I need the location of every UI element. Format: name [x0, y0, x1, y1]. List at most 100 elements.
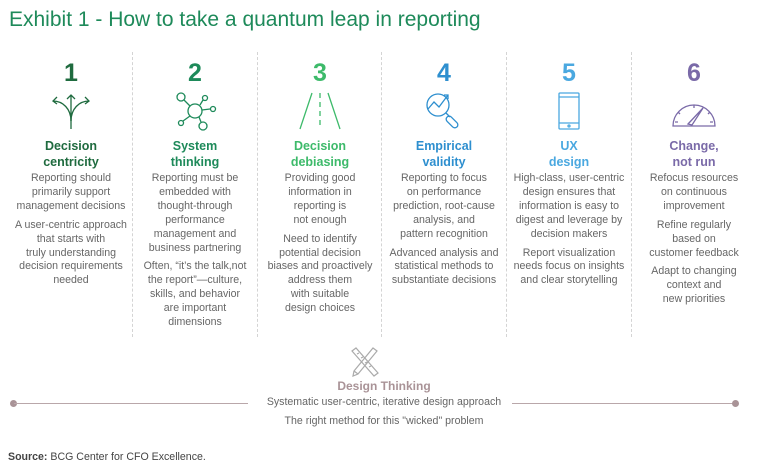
paragraph-line: substantiate decisions [391, 274, 497, 287]
paragraph-line: management decisions [16, 199, 126, 212]
paragraph-line: Adapt to changing [651, 265, 737, 278]
timeline-end-dot [732, 400, 739, 407]
column-heading: Empirical validity [382, 138, 506, 172]
paragraph-line: Advanced analysis and [389, 246, 499, 259]
paragraph-line: needs focus on insights [513, 260, 625, 273]
heading-line: Change, [669, 139, 719, 153]
design-thinking-line2: The right method for this "wicked" probl… [284, 415, 484, 427]
column-heading: Change, not run [632, 138, 756, 172]
paragraph-line: design ensures that [522, 185, 616, 198]
heading-line: debiasing [290, 155, 350, 169]
column-number: 6 [687, 59, 701, 87]
split-arrows-icon [9, 88, 133, 134]
paragraph-line: High-class, user-centric [513, 172, 625, 184]
column-number: 2 [188, 59, 202, 87]
paragraph-line: Report visualization [522, 246, 616, 259]
paragraph-line: reporting is [293, 199, 347, 212]
paragraph-line: context and [666, 279, 722, 292]
column-number: 3 [313, 59, 327, 87]
paragraph-line: digest and leverage by [515, 213, 623, 226]
column-number: 4 [437, 59, 451, 87]
paragraph-line: that starts with [36, 232, 106, 245]
paragraph-line: Often, “it’s the talk,not [143, 260, 247, 273]
column-heading: Decision centricity [9, 138, 133, 172]
paragraph-line: dimensions [168, 316, 222, 329]
heading-line: System [172, 139, 218, 153]
paragraph-line: and clear storytelling [520, 274, 618, 287]
timeline-line-left [14, 403, 248, 404]
paragraph-line: A user-centric approach [15, 218, 127, 231]
paragraph-line: on continuous [661, 185, 727, 198]
heading-line: design [548, 155, 590, 169]
paragraph-line: the report”—culture, [147, 274, 243, 287]
paragraph-line: truly understanding [25, 246, 117, 259]
heading-line: not run [672, 155, 716, 169]
paragraph-line: Reporting to focus [401, 172, 487, 184]
paragraph-line: Need to identify [283, 232, 357, 245]
paragraph-line: prediction, root-cause [393, 199, 495, 212]
paragraph-line: thought-through [157, 199, 233, 212]
road-icon [258, 88, 382, 134]
paragraph-line: needed [53, 274, 89, 287]
column-divider [381, 52, 382, 337]
exhibit-title: Exhibit 1 - How to take a quantum leap i… [9, 8, 481, 31]
paragraph-line: pattern recognition [400, 227, 488, 240]
paragraph-line: Reporting must be [151, 172, 239, 184]
magnifier-chart-icon [382, 88, 506, 134]
column-number: 1 [64, 59, 78, 87]
column-heading: Decision debiasing [258, 138, 382, 172]
paragraph-line: with suitable [290, 288, 350, 301]
column-divider [631, 52, 632, 337]
paragraph-line: design choices [284, 302, 356, 315]
heading-line: Decision [293, 139, 347, 153]
column-number: 5 [562, 59, 576, 87]
paragraph-line: Refocus resources [649, 172, 739, 184]
heading-line: validity [422, 155, 466, 169]
paragraph-line: address them [287, 274, 353, 287]
heading-line: thinking [170, 155, 220, 169]
paragraph-line: decision makers [530, 227, 608, 240]
paragraph-line: primarily support [31, 185, 111, 198]
timeline-line-right [512, 403, 736, 404]
column-heading: UX design [507, 138, 631, 172]
gauge-icon [632, 88, 756, 134]
heading-line: centricity [43, 155, 99, 169]
heading-line: Decision [44, 139, 98, 153]
design-thinking-line1: Systematic user-centric, iterative desig… [266, 396, 502, 408]
paragraph-line: statistical methods to [394, 260, 494, 273]
paragraph-line: analysis, and [413, 213, 475, 226]
design-thinking-title: Design Thinking [337, 379, 431, 393]
paragraph-line: not enough [293, 213, 347, 226]
paragraph-line: Reporting should [30, 172, 112, 184]
paragraph-line: management and [153, 227, 237, 240]
paragraph-line: new priorities [662, 293, 726, 306]
timeline-start-dot [10, 400, 17, 407]
column-divider [506, 52, 507, 337]
source-label: Source: [8, 451, 48, 463]
paragraph-line: performance [165, 213, 225, 226]
heading-line: UX [560, 139, 578, 153]
source-text: BCG Center for CFO Excellence. [47, 451, 206, 463]
paragraph-line: based on [672, 232, 716, 245]
heading-line: Empirical [415, 139, 473, 153]
paragraph-line: information in [288, 185, 352, 198]
pencil-ruler-icon [351, 347, 379, 377]
paragraph-line: on performance [406, 185, 482, 198]
paragraph-line: Providing good [284, 172, 356, 184]
paragraph-line: are important [163, 302, 227, 315]
paragraph-line: information is easy to [518, 199, 620, 212]
paragraph-line: biases and proactively [267, 260, 373, 273]
network-icon [133, 88, 257, 134]
column-heading: System thinking [133, 138, 257, 172]
paragraph-line: potential decision [279, 246, 361, 259]
